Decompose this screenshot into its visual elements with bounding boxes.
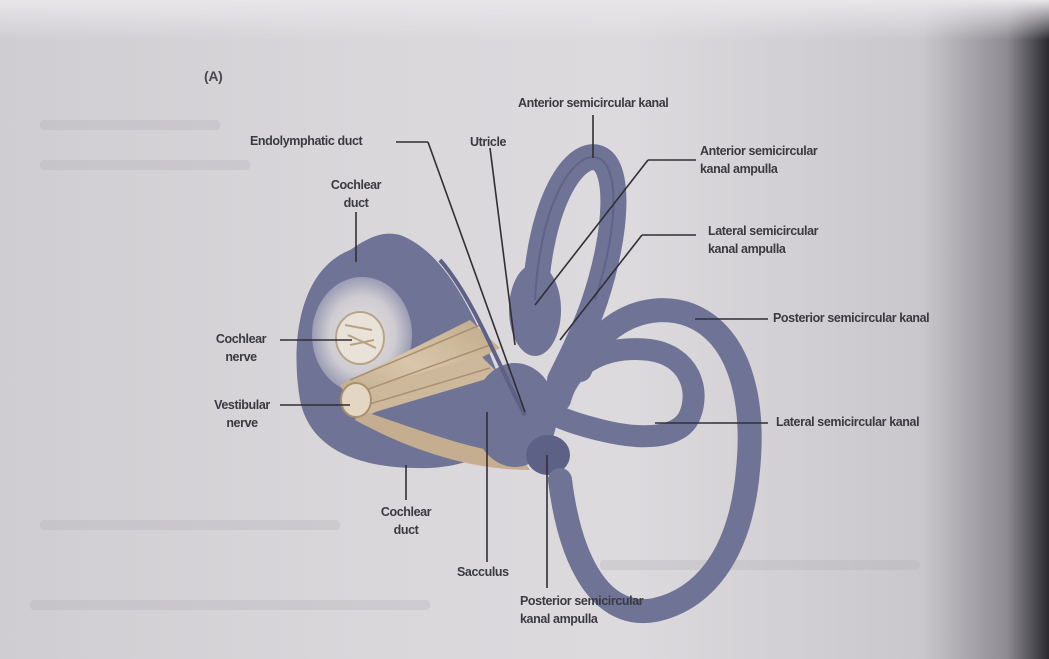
label-line: duct (370, 521, 442, 539)
label-anterior-semicircular-kanal: Anterior semicircular kanal (518, 94, 668, 112)
label-line: Cochlear (205, 330, 277, 348)
label-endolymphatic-duct: Endolymphatic duct (250, 132, 362, 150)
label-line: kanal ampulla (708, 240, 785, 258)
label-lateral-semicircular-kanal: Lateral semicircular kanal (776, 413, 919, 431)
label-line: Posterior semicircular (520, 592, 643, 610)
label-line: Lateral semicircular (708, 222, 818, 240)
label-sacculus: Sacculus (457, 563, 509, 581)
label-line: Anterior semicircular (700, 142, 817, 160)
figure-letter: (A) (204, 68, 223, 84)
label-posterior-semicircular-kanal: Posterior semicircular kanal (773, 309, 929, 327)
label-line: nerve (205, 348, 277, 366)
label-line: kanal ampulla (700, 160, 777, 178)
label-utricle: Utricle (470, 133, 506, 151)
label-line: Cochlear (320, 176, 392, 194)
label-line: Cochlear (370, 503, 442, 521)
label-line: nerve (203, 414, 281, 432)
label-line: kanal ampulla (520, 610, 597, 628)
label-line: Vestibular (203, 396, 281, 414)
label-line: duct (320, 194, 392, 212)
